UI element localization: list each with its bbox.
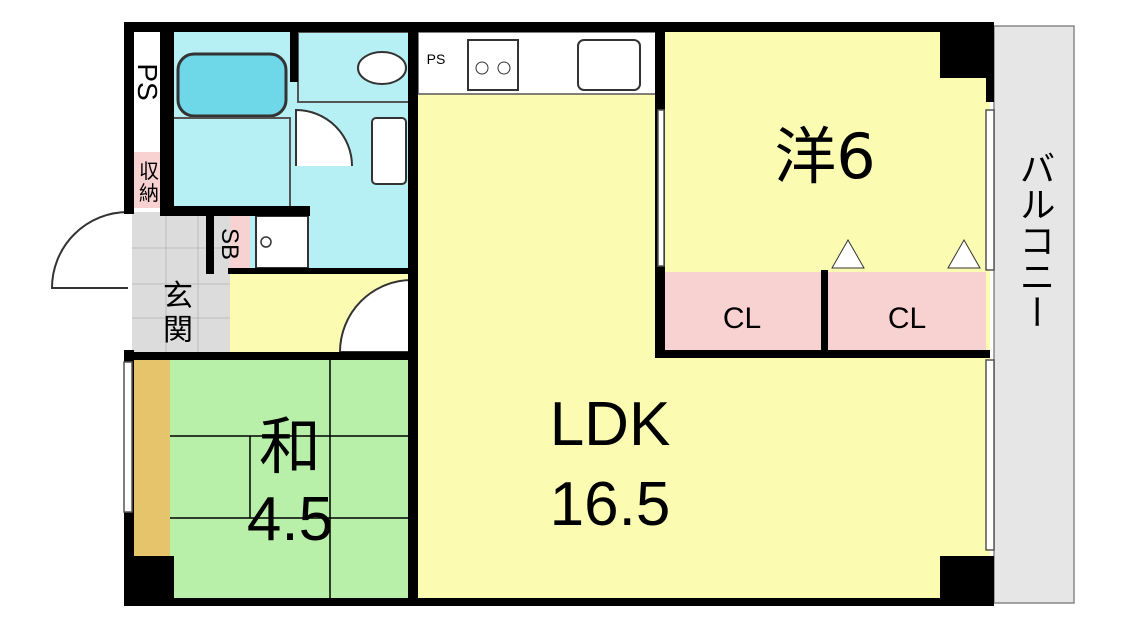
toilet-icon [357, 51, 407, 85]
western-room-floor [663, 30, 990, 270]
closet-1-label: CL [723, 302, 761, 335]
burner-icon [475, 61, 489, 75]
windows [123, 109, 995, 551]
burner-icon [497, 61, 511, 75]
closet-2-label: CL [888, 302, 926, 335]
japanese-room-size-label: 4.5 [247, 485, 333, 554]
entrance-door-swing [50, 211, 129, 289]
washroom-door-swing [295, 108, 353, 167]
entrance-label-bottom: 関 [163, 313, 193, 348]
closet-1-floor [663, 272, 821, 352]
kitchen-sink-icon [577, 39, 641, 91]
sink-icon [371, 117, 407, 185]
balcony-area [993, 25, 1075, 604]
balcony-label: バルコニー [1014, 150, 1055, 330]
tatami-lines [170, 358, 410, 598]
shoebox-label: SB [216, 228, 243, 260]
closet-door-marker [831, 238, 865, 269]
bathtub [176, 52, 288, 118]
pipe-space-kitchen-label: PS [427, 51, 446, 67]
ldk-name-label: LDK [550, 390, 671, 459]
entrance-label-top: 玄 [163, 279, 193, 314]
washing-machine-icon [255, 215, 309, 269]
japanese-room-name-label: 和 [259, 410, 321, 483]
stove-icon [467, 39, 519, 91]
storage-floor [134, 152, 164, 208]
pipe-space-side-label: PS [132, 63, 163, 100]
storage-label-top: 収 [139, 159, 159, 183]
japanese-room-floor [132, 358, 414, 598]
ldk-size-label: 16.5 [550, 470, 671, 539]
entrance-tiles [132, 212, 230, 354]
storage-label-bottom: 納 [139, 181, 159, 205]
western-room-label: 洋6 [774, 120, 875, 193]
closet-2-floor [828, 272, 986, 352]
closet-door-marker [947, 238, 981, 269]
drain-icon [260, 236, 272, 248]
